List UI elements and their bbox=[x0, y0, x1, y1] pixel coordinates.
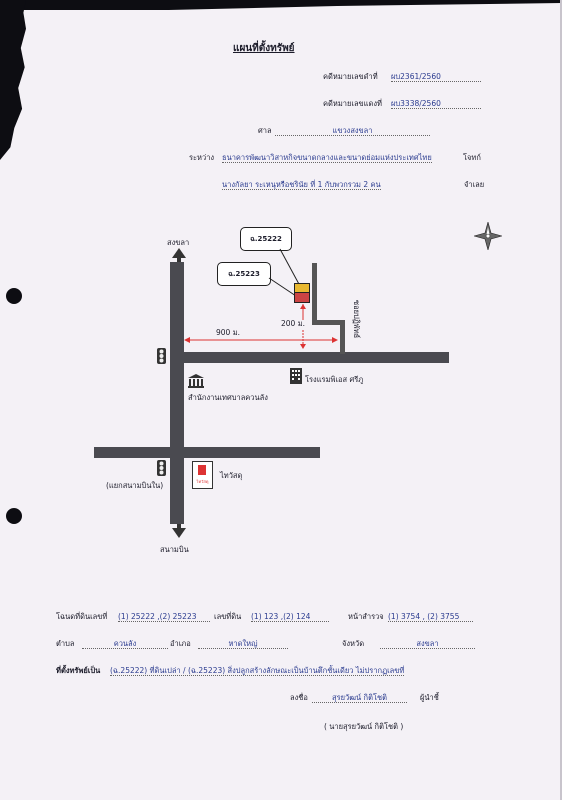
property-label: ที่ตั้งทรัพย์เป็น bbox=[56, 666, 101, 675]
court-label: ศาล bbox=[258, 126, 272, 135]
black-case-value: ผบ2361/2560 bbox=[391, 72, 481, 82]
parcel-b-marker bbox=[294, 292, 310, 303]
defendant: นางกัลยา ระเหนุหรือชรินัย ที่ 1 กับพวกรว… bbox=[222, 180, 381, 190]
lane-vertical bbox=[312, 263, 317, 323]
red-case-value: ผบ3338/2560 bbox=[391, 99, 481, 109]
north-direction-label: สงขลา bbox=[167, 238, 190, 247]
store-logo-text: ไทวัสดุ bbox=[196, 479, 209, 484]
arrow-up-icon bbox=[172, 248, 186, 262]
office-label: สำนักงานเทศบาลควนลัง bbox=[188, 393, 268, 402]
lane-soi bbox=[340, 320, 345, 354]
road-east bbox=[170, 352, 449, 363]
compass-icon bbox=[474, 222, 502, 250]
lane-horizontal bbox=[312, 320, 342, 325]
government-building-icon bbox=[188, 374, 204, 388]
parcel-b-callout: ฉ.25223 bbox=[217, 262, 271, 286]
main-road-vertical bbox=[170, 262, 184, 524]
callout-pointers bbox=[268, 248, 301, 297]
province-value: สงขลา bbox=[380, 639, 475, 649]
hotel-building-icon bbox=[290, 368, 302, 384]
survey-label: หน้าสำรวจ bbox=[348, 612, 384, 621]
traffic-light-icon bbox=[157, 460, 166, 476]
between-label: ระหว่าง bbox=[189, 153, 215, 162]
deed-value: (1) 25222 ,(2) 25223 bbox=[118, 612, 210, 622]
plaintiff-role: โจทก์ bbox=[463, 153, 481, 162]
traffic-light-icon bbox=[157, 348, 166, 364]
scan-shadow-top bbox=[0, 0, 562, 10]
hotel-label: โรงแรมพิเอส ศรีภู bbox=[305, 375, 364, 384]
sign-label: ลงชื่อ bbox=[290, 693, 308, 702]
plaintiff: ธนาคารพัฒนาวิสาหกิจขนาดกลางและขนาดย่อมแห… bbox=[222, 153, 432, 163]
road-lower bbox=[94, 447, 320, 458]
punch-hole bbox=[6, 508, 22, 524]
defendant-role: จำเลย bbox=[464, 180, 485, 189]
distance-marker bbox=[184, 330, 338, 349]
tambon-value: ควนลัง bbox=[82, 639, 168, 649]
south-direction-label: สนามบิน bbox=[160, 545, 189, 554]
store-logo-mark bbox=[198, 465, 206, 475]
signature: สุรยวัฒน์ กิติโชติ bbox=[312, 693, 407, 703]
punch-hole bbox=[6, 288, 22, 304]
soi-label: ซอยปฏิพัทธ์ bbox=[352, 300, 361, 339]
distance-900-label: 900 ม. bbox=[216, 328, 241, 337]
sign-role: ผู้นำชี้ bbox=[420, 693, 439, 702]
deed-label: โฉนดที่ดินเลขที่ bbox=[56, 612, 108, 621]
distance-200-label: 200 ม. bbox=[281, 319, 306, 328]
amphoe-label: อำเภอ bbox=[170, 639, 191, 648]
province-label: จังหวัด bbox=[342, 639, 365, 648]
property-value: (ฉ.25222) ที่ดินเปล่า / (ฉ.25223) สิ่งปล… bbox=[110, 666, 405, 676]
signer-printed-name: ( นายสุรยวัฒน์ กิติโชติ ) bbox=[324, 722, 404, 731]
store-logo: ไทวัสดุ bbox=[192, 461, 213, 489]
junction-label: (แยกสนามบินใน) bbox=[106, 481, 164, 490]
page-title: แผนที่ตั้งทรัพย์ bbox=[233, 43, 295, 54]
amphoe-value: หาดใหญ่ bbox=[198, 639, 288, 649]
tambon-label: ตำบล bbox=[56, 639, 75, 648]
arrow-down-icon bbox=[172, 524, 186, 538]
survey-value: (1) 3754 , (2) 3755 bbox=[388, 612, 473, 622]
black-case-label: คดีหมายเลขดำที่ bbox=[323, 72, 378, 81]
land-number-value: (1) 123 ,(2) 124 bbox=[251, 612, 329, 622]
distance-200-pointer bbox=[300, 304, 306, 320]
red-case-label: คดีหมายเลขแดงที่ bbox=[323, 99, 382, 108]
court-value: แขวงสงขลา bbox=[275, 126, 430, 136]
parcel-a-callout: ฉ.25222 bbox=[240, 227, 292, 251]
land-number-label: เลขที่ดิน bbox=[214, 612, 242, 621]
store-label: ไทวัสดุ bbox=[220, 471, 243, 480]
